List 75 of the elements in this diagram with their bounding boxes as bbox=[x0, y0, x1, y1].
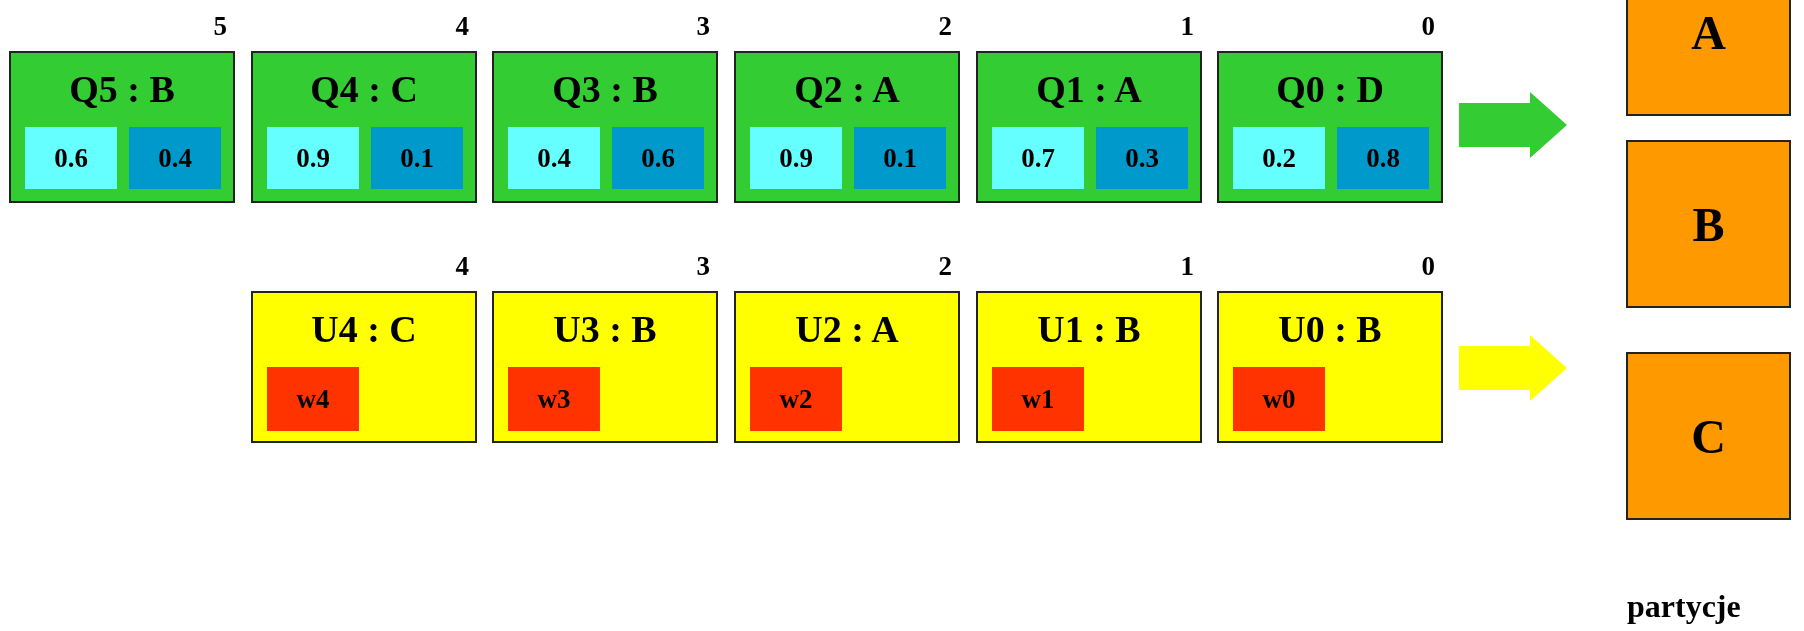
weight-box bbox=[1233, 367, 1325, 431]
box-title: Q5 : B bbox=[68, 67, 176, 111]
block-arrow bbox=[1459, 92, 1567, 158]
box-title: Q2 : A bbox=[793, 67, 901, 111]
queue-box bbox=[492, 291, 718, 443]
value-label: w0 bbox=[1261, 383, 1297, 415]
queue-box bbox=[492, 51, 718, 203]
queue-box bbox=[251, 51, 477, 203]
box-title: U0 : B bbox=[1277, 307, 1383, 351]
queue-box bbox=[9, 51, 235, 203]
value-label: 0.7 bbox=[1020, 142, 1056, 174]
value-label: w1 bbox=[1020, 383, 1056, 415]
probability-box bbox=[25, 127, 117, 189]
weight-box bbox=[750, 367, 842, 431]
box-title: Q0 : D bbox=[1275, 67, 1385, 111]
box-title: C bbox=[1690, 408, 1727, 464]
queue-box bbox=[734, 51, 960, 203]
probability-box bbox=[508, 127, 600, 189]
value-label: 0.9 bbox=[778, 142, 814, 174]
index-number: 0 bbox=[1420, 251, 1435, 282]
index-number: 2 bbox=[937, 251, 952, 282]
box-title: Q1 : A bbox=[1035, 67, 1143, 111]
box-title: U1 : B bbox=[1036, 307, 1142, 351]
caption-label: partycje bbox=[1627, 588, 1741, 625]
value-label: w2 bbox=[778, 383, 814, 415]
value-label: 0.1 bbox=[882, 142, 918, 174]
value-label: 0.4 bbox=[536, 142, 572, 174]
value-label: 0.6 bbox=[640, 142, 676, 174]
value-label: 0.6 bbox=[53, 142, 89, 174]
block-arrow bbox=[1459, 335, 1567, 401]
value-label: w3 bbox=[536, 383, 572, 415]
box-title: B bbox=[1691, 196, 1726, 252]
index-number: 1 bbox=[1179, 251, 1194, 282]
partition-box bbox=[1626, 352, 1791, 520]
probability-box bbox=[1096, 127, 1188, 189]
index-number: 2 bbox=[937, 11, 952, 42]
box-title: Q4 : C bbox=[309, 67, 419, 111]
value-label: w4 bbox=[295, 383, 331, 415]
probability-box bbox=[1233, 127, 1325, 189]
queue-box bbox=[251, 291, 477, 443]
queue-box bbox=[1217, 51, 1443, 203]
index-number: 3 bbox=[695, 251, 710, 282]
index-number: 1 bbox=[1179, 11, 1194, 42]
probability-box bbox=[612, 127, 704, 189]
value-label: 0.2 bbox=[1261, 142, 1297, 174]
box-title: Q3 : B bbox=[551, 67, 659, 111]
queue-box bbox=[1217, 291, 1443, 443]
probability-box bbox=[854, 127, 946, 189]
box-title: U4 : C bbox=[310, 307, 418, 351]
index-number: 0 bbox=[1420, 11, 1435, 42]
weight-box bbox=[992, 367, 1084, 431]
index-number: 4 bbox=[454, 251, 469, 282]
weight-box bbox=[267, 367, 359, 431]
partition-box bbox=[1626, 140, 1791, 308]
box-title: A bbox=[1690, 4, 1727, 60]
weight-box bbox=[508, 367, 600, 431]
index-number: 3 bbox=[695, 11, 710, 42]
probability-box bbox=[1337, 127, 1429, 189]
value-label: 0.3 bbox=[1124, 142, 1160, 174]
value-label: 0.4 bbox=[157, 142, 193, 174]
probability-box bbox=[267, 127, 359, 189]
probability-box bbox=[750, 127, 842, 189]
probability-box bbox=[129, 127, 221, 189]
value-label: 0.1 bbox=[399, 142, 435, 174]
index-number: 4 bbox=[454, 11, 469, 42]
value-label: 0.8 bbox=[1365, 142, 1401, 174]
box-title: U2 : A bbox=[794, 307, 900, 351]
probability-box bbox=[371, 127, 463, 189]
box-title: U3 : B bbox=[552, 307, 658, 351]
value-label: 0.9 bbox=[295, 142, 331, 174]
index-number: 5 bbox=[212, 11, 227, 42]
queue-box bbox=[976, 291, 1202, 443]
probability-box bbox=[992, 127, 1084, 189]
queue-box bbox=[976, 51, 1202, 203]
queue-box bbox=[734, 291, 960, 443]
